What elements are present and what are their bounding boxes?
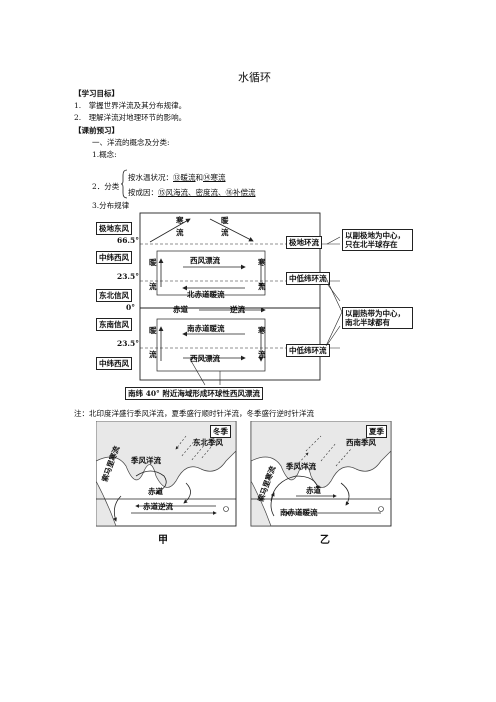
label-warm: 暖	[221, 216, 229, 225]
label-mid-low-gyre-n: 中低纬环流	[286, 272, 330, 285]
brace-icon	[120, 169, 128, 199]
lat-23n: 23.5°	[117, 272, 140, 281]
label-eq-counter: 赤道逆流	[143, 502, 173, 511]
label-cold: 寒	[258, 326, 266, 335]
wind-westerly-s: 中纬西风	[96, 357, 132, 370]
lat-23s: 23.5°	[117, 339, 140, 348]
page-title: 水循环	[238, 71, 271, 84]
goals-heading: 【学习目标】	[74, 89, 119, 98]
label-summer: 夏季	[366, 425, 387, 438]
label-sw-monsoon: 西南季风	[346, 438, 376, 447]
item-2: 2．分类	[92, 182, 120, 191]
map-label-yi: 乙	[320, 535, 330, 546]
label-ne-monsoon: 东北季风	[193, 438, 223, 447]
label-west-drift-n: 西风漂流	[190, 256, 220, 265]
bracket-connector	[325, 277, 343, 347]
label-north-eq: 北赤道暖流	[187, 290, 225, 299]
monsoon-note: 注：北印度洋盛行季风洋流，夏季盛行顺时针洋流，冬季盛行逆时针洋流	[74, 409, 314, 418]
item-1: 1.概念:	[92, 150, 117, 159]
label-equator: 赤道	[173, 305, 188, 314]
label-flow: 流	[221, 228, 229, 237]
label-south-eq: 南赤道暖流	[187, 324, 225, 333]
wind-polar-easterly: 极地东风	[96, 222, 132, 235]
label-flow: 流	[258, 282, 266, 291]
item-3: 3.分布规律	[92, 201, 130, 210]
label-monsoon-current-s: 季风洋流	[286, 462, 316, 471]
label-flow: 流	[149, 350, 157, 359]
label-equator-w: 赤道	[148, 487, 163, 496]
wind-westerly-n: 中纬西风	[96, 251, 132, 264]
label-flow: 流	[149, 282, 157, 291]
label-flow: 流	[258, 350, 266, 359]
section-1: 一、洋流的概念及分类:	[92, 138, 170, 147]
label-cold: 寒	[258, 258, 266, 267]
label-monsoon-current-w: 季风洋流	[131, 456, 161, 465]
label-west-drift-s: 西风漂流	[190, 354, 220, 363]
wind-ne-trade: 东北信风	[96, 289, 132, 302]
monsoon-maps	[96, 421, 392, 527]
note-polar: 以副极地为中心，只在北半球存在	[342, 229, 413, 251]
preview-heading: 【课前预习】	[74, 126, 119, 135]
class-temp: 按水温状况：⑬暖流和⑭寒流	[128, 173, 226, 182]
label-warm: 暖	[149, 258, 157, 267]
goal-1: 1. 掌握世界洋流及其分布规律。	[74, 101, 187, 110]
label-polar-gyre: 极地环流	[286, 236, 322, 249]
label-counter: 逆流	[230, 305, 245, 314]
goal-2: 2. 理解洋流对地理环节的影响。	[74, 113, 187, 122]
label-flow: 流	[176, 228, 184, 237]
label-winter: 冬季	[210, 425, 231, 438]
lat-0: 0°	[126, 303, 135, 312]
label-warm: 暖	[149, 326, 157, 335]
class-cause: 按成因：⑮风海流、密度流、⑯补偿流	[128, 188, 256, 197]
map-label-jia: 甲	[158, 535, 168, 546]
wind-se-trade: 东南信风	[96, 318, 132, 331]
note-west-drift: 南纬 40° 附近海域形成环球性西风漂流	[125, 387, 263, 400]
label-south-eq-warm: 南赤道暖流	[280, 508, 318, 517]
lat-66: 66.5°	[117, 236, 140, 245]
label-mid-low-gyre-s: 中低纬环流	[286, 344, 330, 357]
note-subtropic: 以副热带为中心，南北半球都有	[342, 307, 413, 329]
label-cold: 寒	[176, 216, 184, 225]
label-equator-s: 赤道	[306, 486, 321, 495]
